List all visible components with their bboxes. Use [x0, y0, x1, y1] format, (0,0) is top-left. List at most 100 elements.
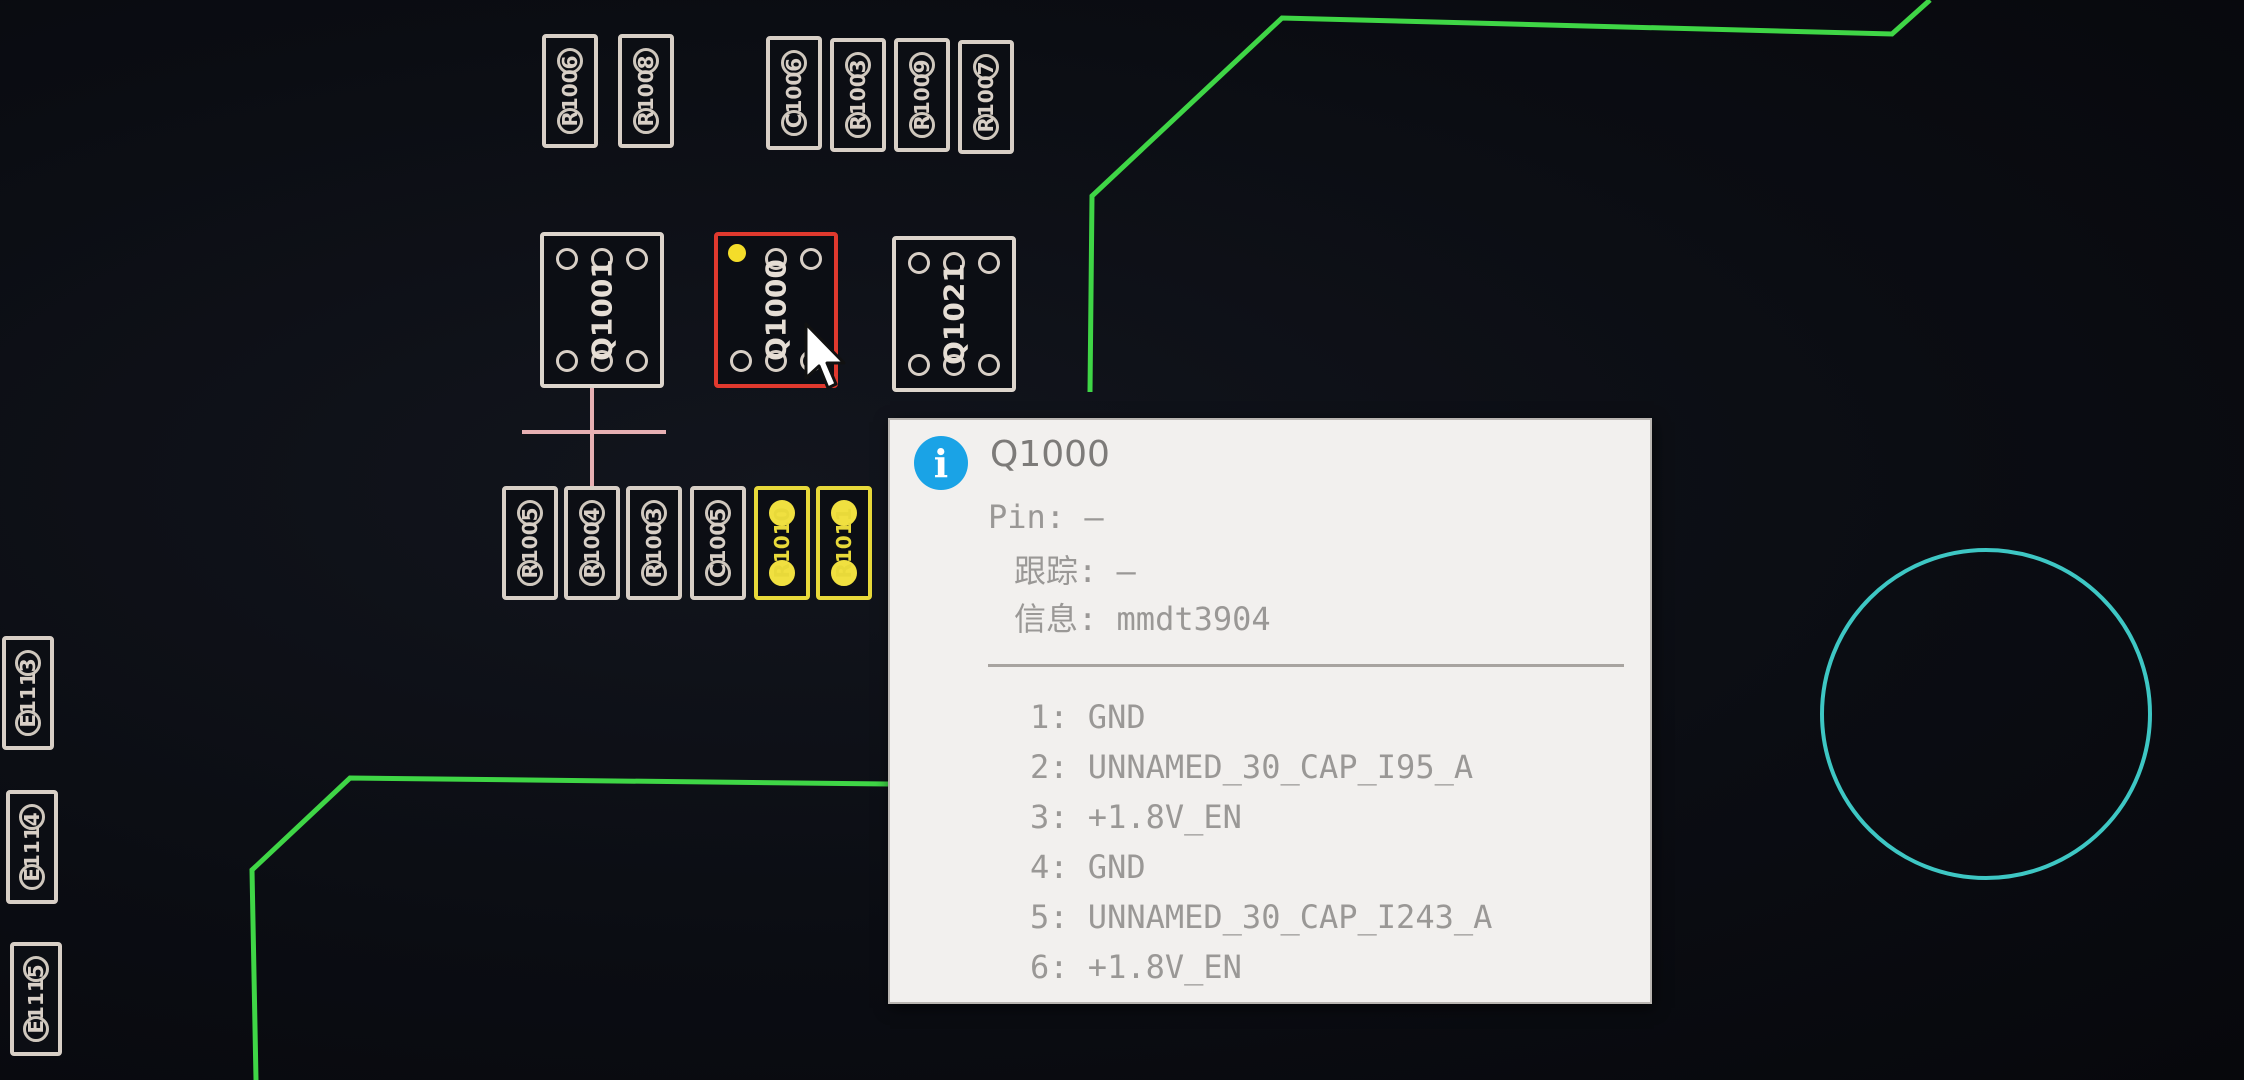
pad — [517, 560, 543, 586]
pad — [781, 50, 807, 76]
component-r1007[interactable]: R1007 — [958, 40, 1014, 154]
pin — [591, 248, 613, 270]
pad — [973, 114, 999, 140]
component-r1003[interactable]: R1003 — [626, 486, 682, 600]
pad — [517, 500, 543, 526]
component-ref-label: E1115 — [24, 964, 48, 1034]
component-ref-label: E1113 — [16, 658, 40, 728]
component-ref-label: Q1021 — [937, 263, 971, 365]
pad — [15, 710, 41, 736]
pin-net: +1.8V_EN — [1087, 948, 1242, 986]
pin-number: 1: — [1030, 698, 1069, 736]
component-ref-label: R1003 — [846, 59, 870, 131]
pad — [633, 48, 659, 74]
pad — [909, 112, 935, 138]
pin — [978, 252, 1000, 274]
component-ref-label: Q1000 — [759, 259, 793, 361]
pad — [845, 52, 871, 78]
pin — [556, 350, 578, 372]
pin-net: GND — [1087, 698, 1146, 736]
pin-row: 4: GND — [1030, 842, 1492, 892]
pin — [765, 350, 787, 372]
pin-row: 2: UNNAMED_30_CAP_I95_A — [1030, 742, 1492, 792]
component-e1115[interactable]: E1115 — [10, 942, 62, 1056]
component-ref-label: R1008 — [634, 55, 658, 127]
pad — [23, 1016, 49, 1042]
pad — [705, 500, 731, 526]
pin-net: GND — [1087, 848, 1146, 886]
component-ref-label: R1006 — [558, 55, 582, 127]
pad — [705, 560, 731, 586]
component-ref-label: R1009 — [910, 59, 934, 131]
component-r1011-highlighted[interactable]: R1011 — [816, 486, 872, 600]
tooltip-info-line: 信息: mmdt3904 — [1014, 600, 1271, 638]
pin1-marker-dot — [728, 244, 746, 262]
pad — [633, 108, 659, 134]
component-q1021[interactable]: Q1021 — [892, 236, 1016, 392]
component-r1008[interactable]: R1008 — [618, 34, 674, 148]
component-c1005[interactable]: C1005 — [690, 486, 746, 600]
component-ref-label: E1114 — [20, 812, 44, 882]
pin — [943, 354, 965, 376]
pin-number: 6: — [1030, 948, 1069, 986]
pin-row: 1: GND — [1030, 692, 1492, 742]
component-r1005[interactable]: R1005 — [502, 486, 558, 600]
pad — [769, 560, 795, 586]
pin-row: 6: +1.8V_EN — [1030, 942, 1492, 992]
tooltip-trace-line: 跟踪: – — [1014, 552, 1136, 590]
component-ref-label: Q1001 — [585, 259, 619, 361]
pad — [973, 54, 999, 80]
pin-number: 2: — [1030, 748, 1069, 786]
component-ref-label: R1004 — [580, 507, 604, 579]
info-icon: i — [914, 436, 968, 490]
green-trace-top[interactable] — [1087, 0, 1932, 393]
pad — [19, 864, 45, 890]
tooltip-pin-list: 1: GND 2: UNNAMED_30_CAP_I95_A 3: +1.8V_… — [1030, 692, 1492, 992]
pin — [626, 350, 648, 372]
component-info-tooltip: i Q1000 Pin: – 跟踪: – 信息: mmdt3904 1: GND… — [888, 418, 1652, 1004]
pad — [769, 500, 795, 526]
component-ref-label: R1011 — [832, 507, 856, 579]
pin-net: +1.8V_EN — [1087, 798, 1242, 836]
component-ref-label: C1005 — [706, 507, 730, 579]
pad — [19, 804, 45, 830]
pin-number: 5: — [1030, 898, 1069, 936]
pin — [943, 252, 965, 274]
pin-row: 3: +1.8V_EN — [1030, 792, 1492, 842]
pad — [641, 560, 667, 586]
tooltip-pin-line: Pin: – — [988, 498, 1104, 536]
pin-number: 4: — [1030, 848, 1069, 886]
component-e1114[interactable]: E1114 — [6, 790, 58, 904]
mouse-cursor-icon — [804, 322, 846, 390]
component-r1006[interactable]: R1006 — [542, 34, 598, 148]
pad — [831, 500, 857, 526]
pin-number: 3: — [1030, 798, 1069, 836]
pad — [781, 110, 807, 136]
component-q1001[interactable]: Q1001 — [540, 232, 664, 388]
component-r1010-highlighted[interactable]: R1010 — [754, 486, 810, 600]
component-c1006[interactable]: C1006 — [766, 36, 822, 150]
component-e1113[interactable]: E1113 — [2, 636, 54, 750]
pin — [765, 248, 787, 270]
component-ref-label: R1010 — [770, 507, 794, 579]
component-r1009[interactable]: R1009 — [894, 38, 950, 152]
pin — [591, 350, 613, 372]
pad — [15, 650, 41, 676]
pad — [579, 500, 605, 526]
component-ref-label: R1007 — [974, 61, 998, 133]
pin — [908, 252, 930, 274]
pin — [908, 354, 930, 376]
green-trace-bottom[interactable] — [249, 775, 889, 1080]
component-r1003-top[interactable]: R1003 — [830, 38, 886, 152]
pin-net: UNNAMED_30_CAP_I243_A — [1087, 898, 1493, 936]
component-ref-label: C1006 — [782, 57, 806, 129]
cyan-circle-outline[interactable] — [1820, 548, 2152, 880]
pin — [730, 350, 752, 372]
tooltip-divider — [988, 664, 1624, 667]
pad — [557, 48, 583, 74]
component-r1004[interactable]: R1004 — [564, 486, 620, 600]
pad — [831, 560, 857, 586]
pad — [579, 560, 605, 586]
